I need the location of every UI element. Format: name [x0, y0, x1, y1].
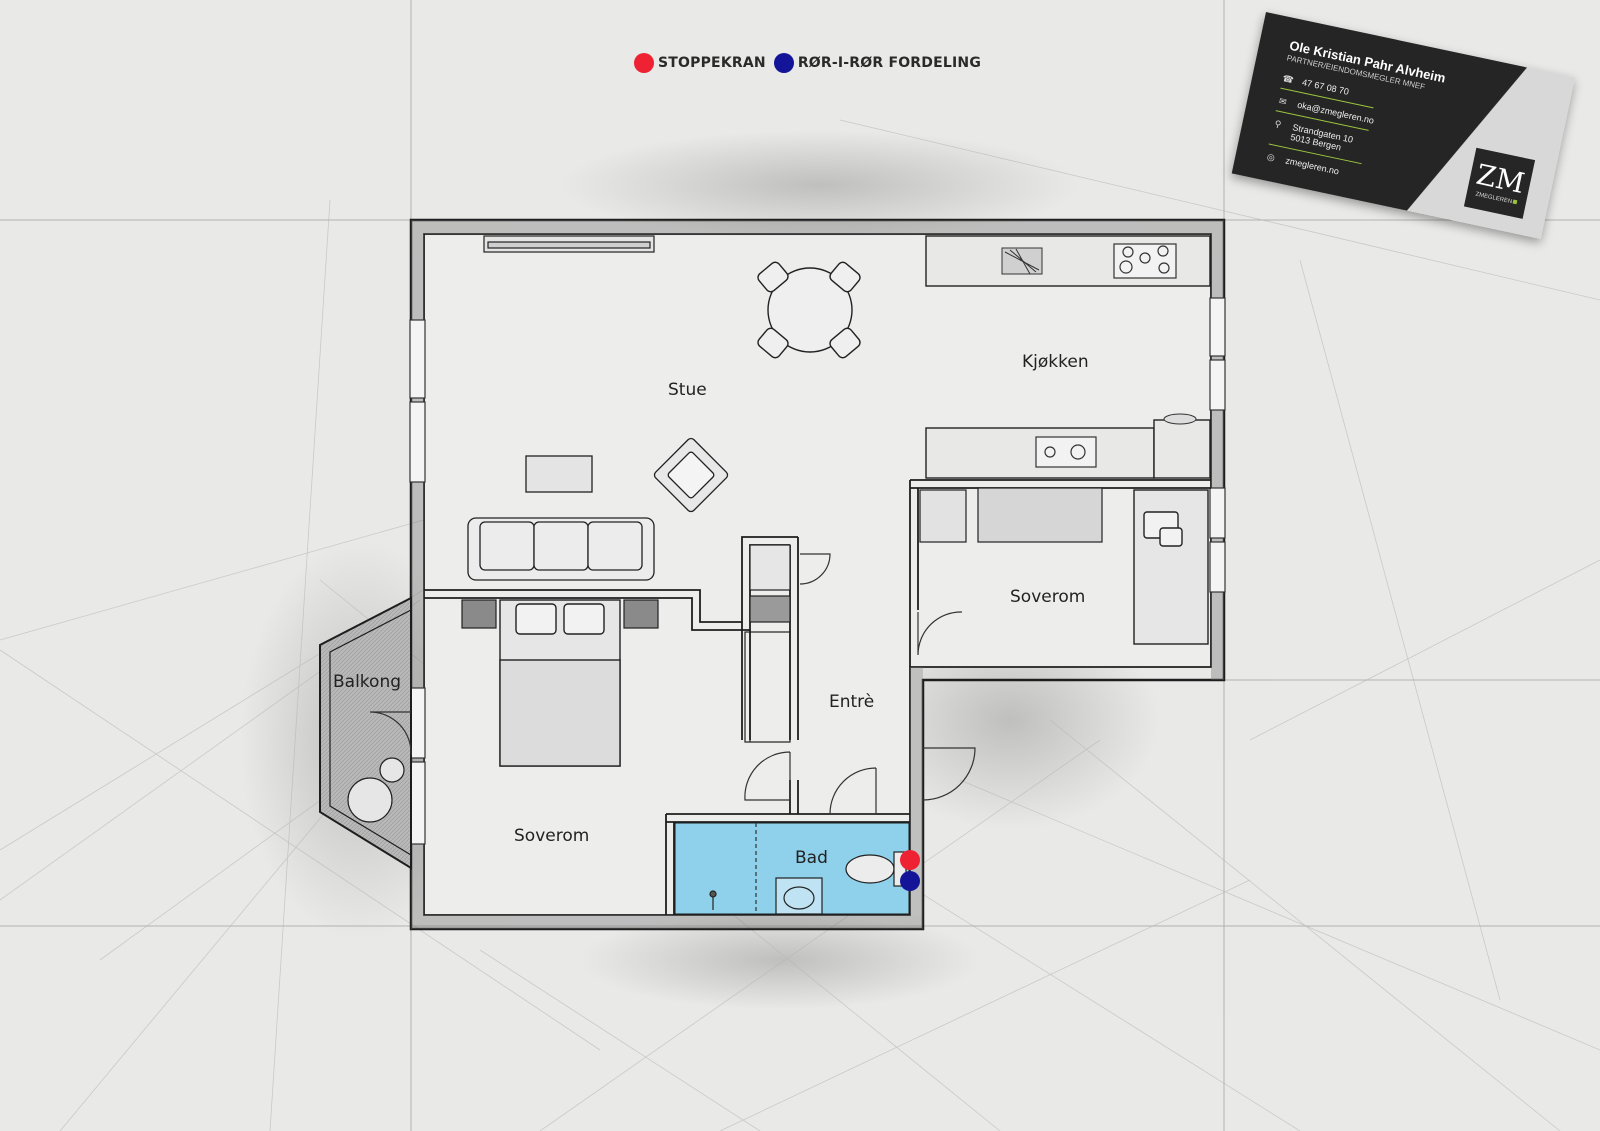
legend: STOPPEKRAN RØR-I-RØR FORDELING	[634, 53, 983, 73]
legend-item-stoppekran: STOPPEKRAN	[634, 53, 766, 73]
balcony-door	[369, 711, 412, 756]
kitchen-sink	[1035, 436, 1097, 468]
zmegleren-logo: ZM ZMEGLEREN	[1463, 147, 1536, 219]
room-label-soverom-small: Soverom	[1010, 587, 1086, 607]
dish-rack	[1001, 247, 1043, 275]
room-label-kjokken: Kjøkken	[1022, 352, 1089, 372]
coffee-table	[525, 455, 593, 493]
legend-label: STOPPEKRAN	[658, 55, 766, 71]
double-bed	[499, 599, 621, 767]
website: zmegleren.no	[1284, 155, 1340, 177]
windows	[409, 297, 1226, 845]
dining-table	[757, 261, 861, 359]
armchair	[653, 437, 729, 513]
phone-row: ☎ 47 67 08 70	[1281, 73, 1350, 98]
balcony-chair	[347, 757, 405, 823]
room-label-bad: Bad	[795, 848, 828, 868]
room-label-entre: Entrè	[829, 692, 875, 712]
stoppekran-marker	[900, 850, 920, 870]
tv-bench	[483, 235, 655, 253]
doors	[744, 553, 976, 815]
shower-drain	[709, 890, 717, 910]
blue-dot-icon	[773, 53, 794, 73]
single-bed	[1133, 489, 1209, 645]
stove-top	[1113, 243, 1177, 279]
bathroom-sink	[775, 877, 823, 915]
nightstands	[461, 599, 659, 629]
sofa	[467, 517, 655, 581]
wardrobe	[919, 487, 1103, 543]
room-label-stue: Stue	[668, 380, 707, 400]
mail-icon: ✉	[1278, 95, 1288, 108]
red-dot-icon	[634, 53, 654, 73]
ror-i-ror-marker	[900, 871, 920, 891]
phone-icon: ☎	[1281, 73, 1295, 86]
legend-label: RØR-I-RØR FORDELING	[797, 55, 982, 71]
location-pin-icon: ⚲	[1273, 118, 1283, 130]
entry-closet	[744, 544, 791, 743]
legend-item-ror-i-ror: RØR-I-RØR FORDELING	[773, 53, 982, 73]
room-label-soverom-large: Soverom	[514, 826, 590, 846]
email-address: oka@zmegleren.no	[1296, 99, 1375, 126]
globe-icon: ◎	[1266, 151, 1276, 163]
room-label-balkong: Balkong	[333, 672, 402, 692]
